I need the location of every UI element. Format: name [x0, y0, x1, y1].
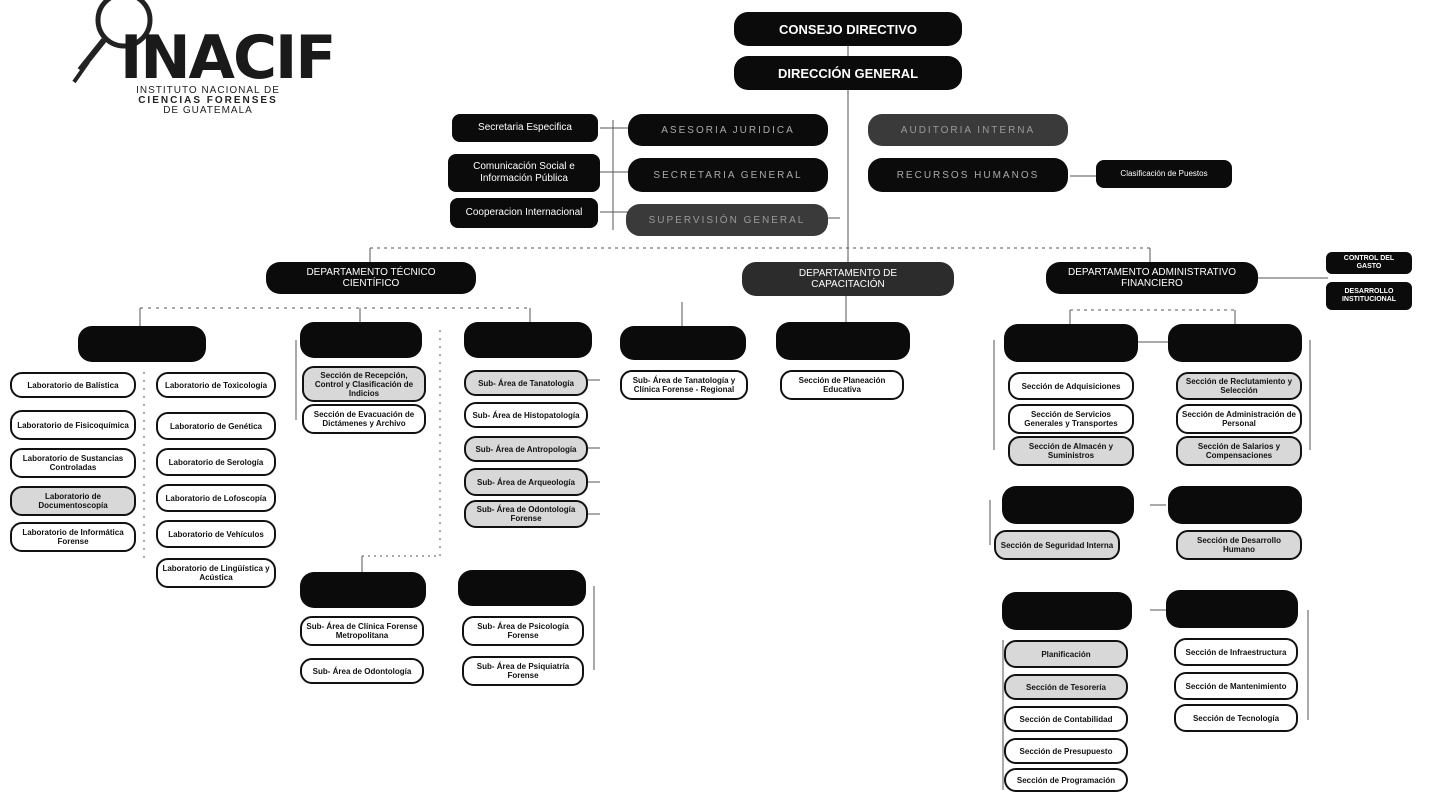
- psiquiatria-header-box[interactable]: [458, 570, 586, 606]
- seguridad-header-box[interactable]: [1002, 486, 1134, 524]
- sub-area-clinica-forense[interactable]: Sub- Área de Clínica Forense Metropolita…: [300, 616, 424, 646]
- seccion-adquisiciones[interactable]: Sección de Adquisiciones: [1008, 372, 1134, 400]
- personal-header-box[interactable]: [1168, 324, 1302, 362]
- magnifier-icon: [68, 0, 158, 120]
- direccion-general-box[interactable]: DIRECCIÓN GENERAL: [734, 56, 962, 90]
- lab-fisicoquimica[interactable]: Laboratorio de Fisicoquímica: [10, 410, 136, 440]
- secretaria-general-box[interactable]: SECRETARIA GENERAL: [628, 158, 828, 192]
- control-gasto-box[interactable]: CONTROL DEL GASTO: [1326, 252, 1412, 274]
- lab-informatica-forense[interactable]: Laboratorio de Informática Forense: [10, 522, 136, 552]
- comunicacion-social-box[interactable]: Comunicación Social e Información Públic…: [448, 154, 600, 192]
- seccion-presupuesto[interactable]: Sección de Presupuesto: [1004, 738, 1128, 764]
- clasificacion-puestos-box[interactable]: Clasificación de Puestos: [1096, 160, 1232, 188]
- departamento-capacitacion-box[interactable]: DEPARTAMENTO DE CAPACITACIÓN: [742, 262, 954, 296]
- laboratorios-header-box[interactable]: [78, 326, 206, 362]
- logo-line-2: CIENCIAS FORENSES: [138, 95, 278, 106]
- seccion-seguridad-interna[interactable]: Sección de Seguridad Interna: [994, 530, 1120, 560]
- supervision-general-box[interactable]: SUPERVISIÓN GENERAL: [626, 204, 828, 236]
- clinica-header-box[interactable]: [300, 572, 426, 608]
- lab-sustancias-controladas[interactable]: Laboratorio de Sustancias Controladas: [10, 448, 136, 478]
- seccion-administracion-personal[interactable]: Sección de Administración de Personal: [1176, 404, 1302, 434]
- seccion-reclutamiento[interactable]: Sección de Reclutamiento y Selección: [1176, 372, 1302, 400]
- asesoria-juridica-box[interactable]: ASESORIA JURIDICA: [628, 114, 828, 146]
- lab-serologia[interactable]: Laboratorio de Serología: [156, 448, 276, 476]
- seccion-infraestructura[interactable]: Sección de Infraestructura: [1174, 638, 1298, 666]
- seccion-salarios[interactable]: Sección de Salarios y Compensaciones: [1176, 436, 1302, 466]
- seccion-planificacion[interactable]: Planificación: [1004, 640, 1128, 668]
- seccion-tesoreria[interactable]: Sección de Tesorería: [1004, 674, 1128, 700]
- sub-area-arqueologia[interactable]: Sub- Área de Arqueología: [464, 468, 588, 496]
- adquisiciones-header-box[interactable]: [1004, 324, 1138, 362]
- recursos-humanos-box[interactable]: RECURSOS HUMANOS: [868, 158, 1068, 192]
- sub-area-tanatologia[interactable]: Sub- Área de Tanatología: [464, 370, 588, 396]
- seccion-contabilidad[interactable]: Sección de Contabilidad: [1004, 706, 1128, 732]
- auditoria-interna-box[interactable]: AUDITORIA INTERNA: [868, 114, 1068, 146]
- seccion-recepcion[interactable]: Sección de Recepción, Control y Clasific…: [302, 366, 426, 402]
- departamento-administrativo-box[interactable]: DEPARTAMENTO ADMINISTRATIVO FINANCIERO: [1046, 262, 1258, 294]
- seccion-tecnologia[interactable]: Sección de Tecnología: [1174, 704, 1298, 732]
- seccion-evacuacion-dictamenes[interactable]: Sección de Evacuación de Dictámenes y Ar…: [302, 404, 426, 434]
- regional-header-box[interactable]: [620, 326, 746, 360]
- seccion-servicios-generales[interactable]: Sección de Servicios Generales y Transpo…: [1008, 404, 1134, 434]
- lab-linguistica-acustica[interactable]: Laboratorio de Lingüística y Acústica: [156, 558, 276, 588]
- patologia-header-box[interactable]: [464, 322, 592, 358]
- seccion-programacion[interactable]: Sección de Programación: [1004, 768, 1128, 792]
- desarrollo-institucional-box[interactable]: DESARROLLO INSTITUCIONAL: [1326, 282, 1412, 310]
- logo-wordmark: INACIF: [120, 23, 336, 93]
- logo-line-1: INSTITUTO NACIONAL DE: [136, 85, 280, 96]
- sub-area-antropologia[interactable]: Sub- Área de Antropología: [464, 436, 588, 462]
- seccion-mantenimiento[interactable]: Sección de Mantenimiento: [1174, 672, 1298, 700]
- recepcion-header-box[interactable]: [300, 322, 422, 358]
- lab-toxicologia[interactable]: Laboratorio de Toxicología: [156, 372, 276, 398]
- lab-documentoscopia[interactable]: Laboratorio de Documentoscopía: [10, 486, 136, 516]
- sub-area-psiquiatria-forense[interactable]: Sub- Área de Psiquiatría Forense: [462, 656, 584, 686]
- departamento-tecnico-box[interactable]: DEPARTAMENTO TÉCNICO CIENTÍFICO: [266, 262, 476, 294]
- sub-area-odontologia-forense[interactable]: Sub- Área de Odontología Forense: [464, 500, 588, 528]
- logo-subtitle: INSTITUTO NACIONAL DE CIENCIAS FORENSES …: [128, 86, 288, 116]
- lab-lofoscopia[interactable]: Laboratorio de Lofoscopía: [156, 484, 276, 512]
- consejo-directivo-box[interactable]: CONSEJO DIRECTIVO: [734, 12, 962, 46]
- lab-vehiculos[interactable]: Laboratorio de Vehículos: [156, 520, 276, 548]
- lab-genetica[interactable]: Laboratorio de Genética: [156, 412, 276, 440]
- financiero-header-box[interactable]: [1002, 592, 1132, 630]
- sub-area-psicologia-forense[interactable]: Sub- Área de Psicología Forense: [462, 616, 584, 646]
- desarrollo-humano-header-box[interactable]: [1168, 486, 1302, 524]
- lab-balistica[interactable]: Laboratorio de Balística: [10, 372, 136, 398]
- sub-area-odontologia[interactable]: Sub- Área de Odontología: [300, 658, 424, 684]
- capacitacion-header-box[interactable]: [776, 322, 910, 360]
- logo-line-3: DE GUATEMALA: [163, 105, 253, 116]
- sub-area-regional[interactable]: Sub- Área de Tanatología y Clínica Foren…: [620, 370, 748, 400]
- seccion-almacen[interactable]: Sección de Almacén y Suministros: [1008, 436, 1134, 466]
- secretaria-especifica-box[interactable]: Secretaria Especifica: [452, 114, 598, 142]
- sub-area-histopatologia[interactable]: Sub- Área de Histopatología: [464, 402, 588, 428]
- infraestructura-header-box[interactable]: [1166, 590, 1298, 628]
- cooperacion-internacional-box[interactable]: Cooperacion Internacional: [450, 198, 598, 228]
- seccion-planeacion-educativa[interactable]: Sección de Planeación Educativa: [780, 370, 904, 400]
- seccion-desarrollo-humano[interactable]: Sección de Desarrollo Humano: [1176, 530, 1302, 560]
